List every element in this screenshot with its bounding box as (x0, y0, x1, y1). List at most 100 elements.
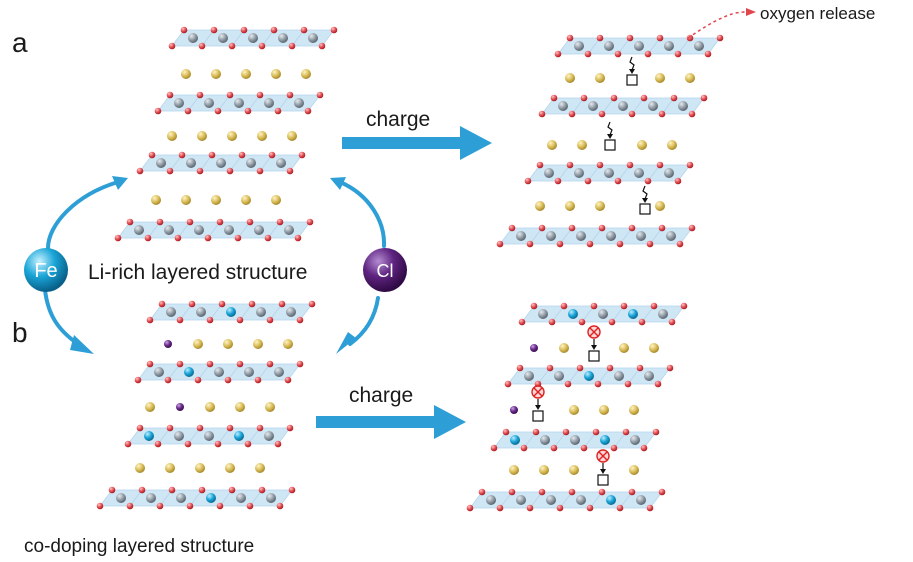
fe-atom (206, 493, 216, 503)
tm-atom (196, 307, 206, 317)
li-atom (539, 465, 549, 475)
oxygen-atom (166, 167, 174, 175)
oxygen-atom (686, 161, 694, 169)
li-atom (599, 405, 609, 415)
oxygen-atom (524, 177, 532, 185)
oxygen-atom (580, 444, 588, 452)
oxygen-atom (594, 380, 602, 388)
li-atom (271, 69, 281, 79)
crystal-structures (96, 26, 724, 512)
li-atom (151, 195, 161, 205)
oxygen-atom (300, 26, 308, 34)
oxygen-atom (268, 151, 276, 159)
tm-atom (246, 158, 256, 168)
li-atom (167, 131, 177, 141)
li-atom (181, 69, 191, 79)
fe-atom (584, 371, 594, 381)
tm-atom (604, 41, 614, 51)
tm-atom (618, 101, 628, 111)
oxygen-atom (576, 364, 584, 372)
oxygen-atom (156, 218, 164, 226)
li-atom (227, 131, 237, 141)
li-atom (271, 195, 281, 205)
oxygen-atom (560, 302, 568, 310)
charge-label-a: charge (366, 108, 430, 131)
cl-symbol: Cl (377, 261, 394, 281)
li-atom (535, 201, 545, 211)
oxygen-atom (148, 151, 156, 159)
blocked-cross (533, 387, 543, 397)
tm-atom (664, 41, 674, 51)
charged-co-doped-structure (466, 302, 688, 512)
tm-atom (174, 98, 184, 108)
tm-atom (308, 33, 318, 43)
oxygen-atom (536, 161, 544, 169)
tm-atom (174, 431, 184, 441)
oxygen-atom (296, 360, 304, 368)
oxygen-atom (210, 26, 218, 34)
oxygen-atom (628, 224, 636, 232)
oxygen-atom (244, 440, 252, 448)
oxygen-atom (286, 167, 294, 175)
oxygen-atom (610, 444, 618, 452)
oxygen-atom (108, 486, 116, 494)
tm-atom (266, 493, 276, 503)
fe-dopant: Fe (24, 248, 68, 292)
oxygen-atom (276, 218, 284, 226)
oxygen-atom (154, 107, 162, 115)
oxygen-atom (180, 26, 188, 34)
oxygen-atom (616, 504, 624, 512)
oxygen-release-arrowhead (746, 8, 756, 16)
oxygen-atom (244, 107, 252, 115)
oxygen-atom (538, 110, 546, 118)
li-atom (235, 402, 245, 412)
oxygen-atom (526, 504, 534, 512)
fe-atom (184, 367, 194, 377)
tm-atom (204, 431, 214, 441)
tm-atom (234, 98, 244, 108)
oxygen-atom (218, 300, 226, 308)
tm-atom (154, 367, 164, 377)
oxygen-atom (674, 50, 682, 58)
oxygen-atom (656, 161, 664, 169)
cl-atom (510, 406, 518, 414)
oxygen-atom (640, 444, 648, 452)
oxygen-atom (650, 302, 658, 310)
oxygen-atom (240, 26, 248, 34)
li-atom (195, 463, 205, 473)
oxygen-atom (188, 300, 196, 308)
tm-atom (664, 168, 674, 178)
oxygen-atom (126, 218, 134, 226)
oxygen-atom (216, 218, 224, 226)
oxygen-atom (592, 428, 600, 436)
tm-atom (666, 231, 676, 241)
oxygen-atom (554, 177, 562, 185)
oxygen-atom (654, 380, 662, 388)
tm-atom (634, 41, 644, 51)
fe-arrowhead-bottom (70, 335, 94, 354)
oxygen-atom (580, 94, 588, 102)
oxygen-atom (610, 94, 618, 102)
vacancy-box (532, 410, 544, 422)
li-atom (565, 201, 575, 211)
oxygen-atom (318, 42, 326, 50)
oxygen-atom (584, 50, 592, 58)
fe-atom (510, 435, 520, 445)
oxygen-atom (214, 440, 222, 448)
tm-atom (604, 168, 614, 178)
oxygen-atom (174, 234, 182, 242)
tm-atom (216, 158, 226, 168)
oxygen-atom (234, 234, 242, 242)
oxygen-atom (96, 502, 104, 510)
oxygen-atom (716, 34, 724, 42)
tm-atom (134, 225, 144, 235)
oxygen-atom (266, 360, 274, 368)
oxygen-atom (284, 376, 292, 384)
oxygen-atom (676, 240, 684, 248)
tm-atom (546, 495, 556, 505)
oxygen-atom (286, 424, 294, 432)
li-atom (225, 463, 235, 473)
oxygen-atom (626, 34, 634, 42)
tm-atom (538, 309, 548, 319)
